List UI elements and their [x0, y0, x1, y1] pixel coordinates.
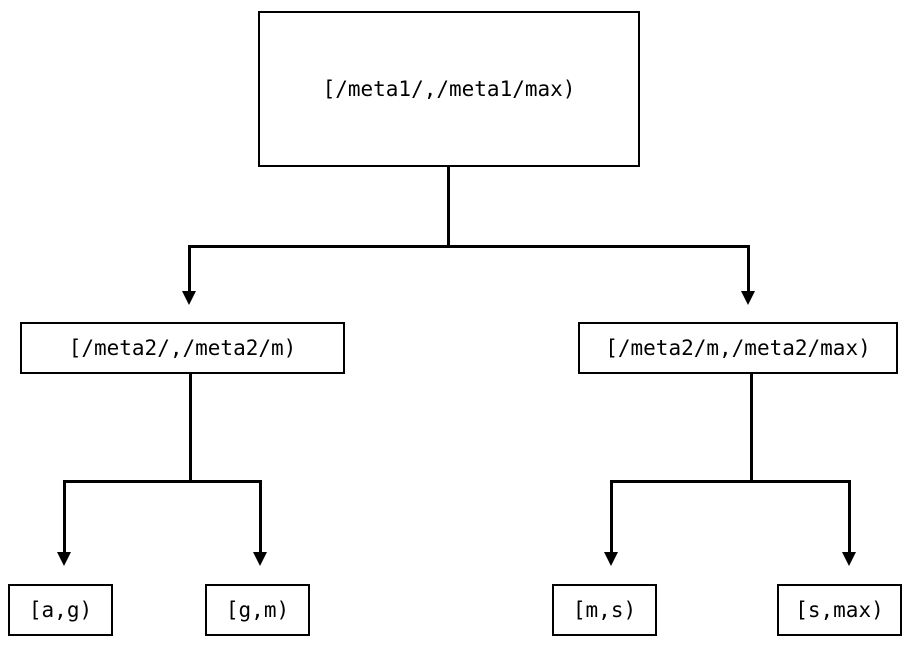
edge-mid-right-horizontal-bar: [610, 480, 851, 483]
arrowhead-down-icon: [604, 552, 618, 566]
edge-root-stem: [447, 167, 450, 247]
tree-leaf-node[interactable]: [s,max): [777, 584, 902, 636]
edge-mid-left-horizontal-bar: [63, 480, 262, 483]
tree-leaf-node[interactable]: [g,m): [205, 584, 310, 636]
arrowhead-down-icon: [57, 552, 71, 566]
edge-root-horizontal-bar: [188, 245, 750, 248]
tree-node-root[interactable]: [/meta1/,/meta1/max): [258, 11, 640, 167]
tree-leaf-label: [g,m): [225, 597, 290, 622]
tree-leaf-label: [m,s): [572, 597, 637, 622]
tree-leaf-node[interactable]: [m,s): [552, 584, 657, 636]
tree-node-mid-right[interactable]: [/meta2/m,/meta2/max): [578, 322, 898, 374]
tree-node-root-label: [/meta1/,/meta1/max): [322, 76, 576, 101]
edge-mid-left-to-leaf-1: [259, 480, 262, 554]
tree-node-mid-left-label: [/meta2/,/meta2/m): [68, 335, 297, 360]
tree-leaf-node[interactable]: [a,g): [8, 584, 113, 636]
arrowhead-down-icon: [253, 552, 267, 566]
tree-node-mid-left[interactable]: [/meta2/,/meta2/m): [20, 322, 345, 374]
tree-leaf-label: [s,max): [795, 597, 884, 622]
edge-mid-right-to-leaf-2: [610, 480, 613, 554]
tree-node-mid-right-label: [/meta2/m,/meta2/max): [605, 335, 871, 360]
arrowhead-down-icon: [842, 552, 856, 566]
arrowhead-down-icon: [741, 291, 755, 305]
edge-mid-right-stem: [750, 374, 753, 483]
tree-leaf-label: [a,g): [28, 597, 93, 622]
edge-mid-left-stem: [189, 374, 192, 483]
edge-mid-right-to-leaf-3: [848, 480, 851, 554]
edge-root-to-mid-left: [188, 245, 191, 293]
arrowhead-down-icon: [182, 291, 196, 305]
edge-root-to-mid-right: [747, 245, 750, 293]
edge-mid-left-to-leaf-0: [63, 480, 66, 554]
